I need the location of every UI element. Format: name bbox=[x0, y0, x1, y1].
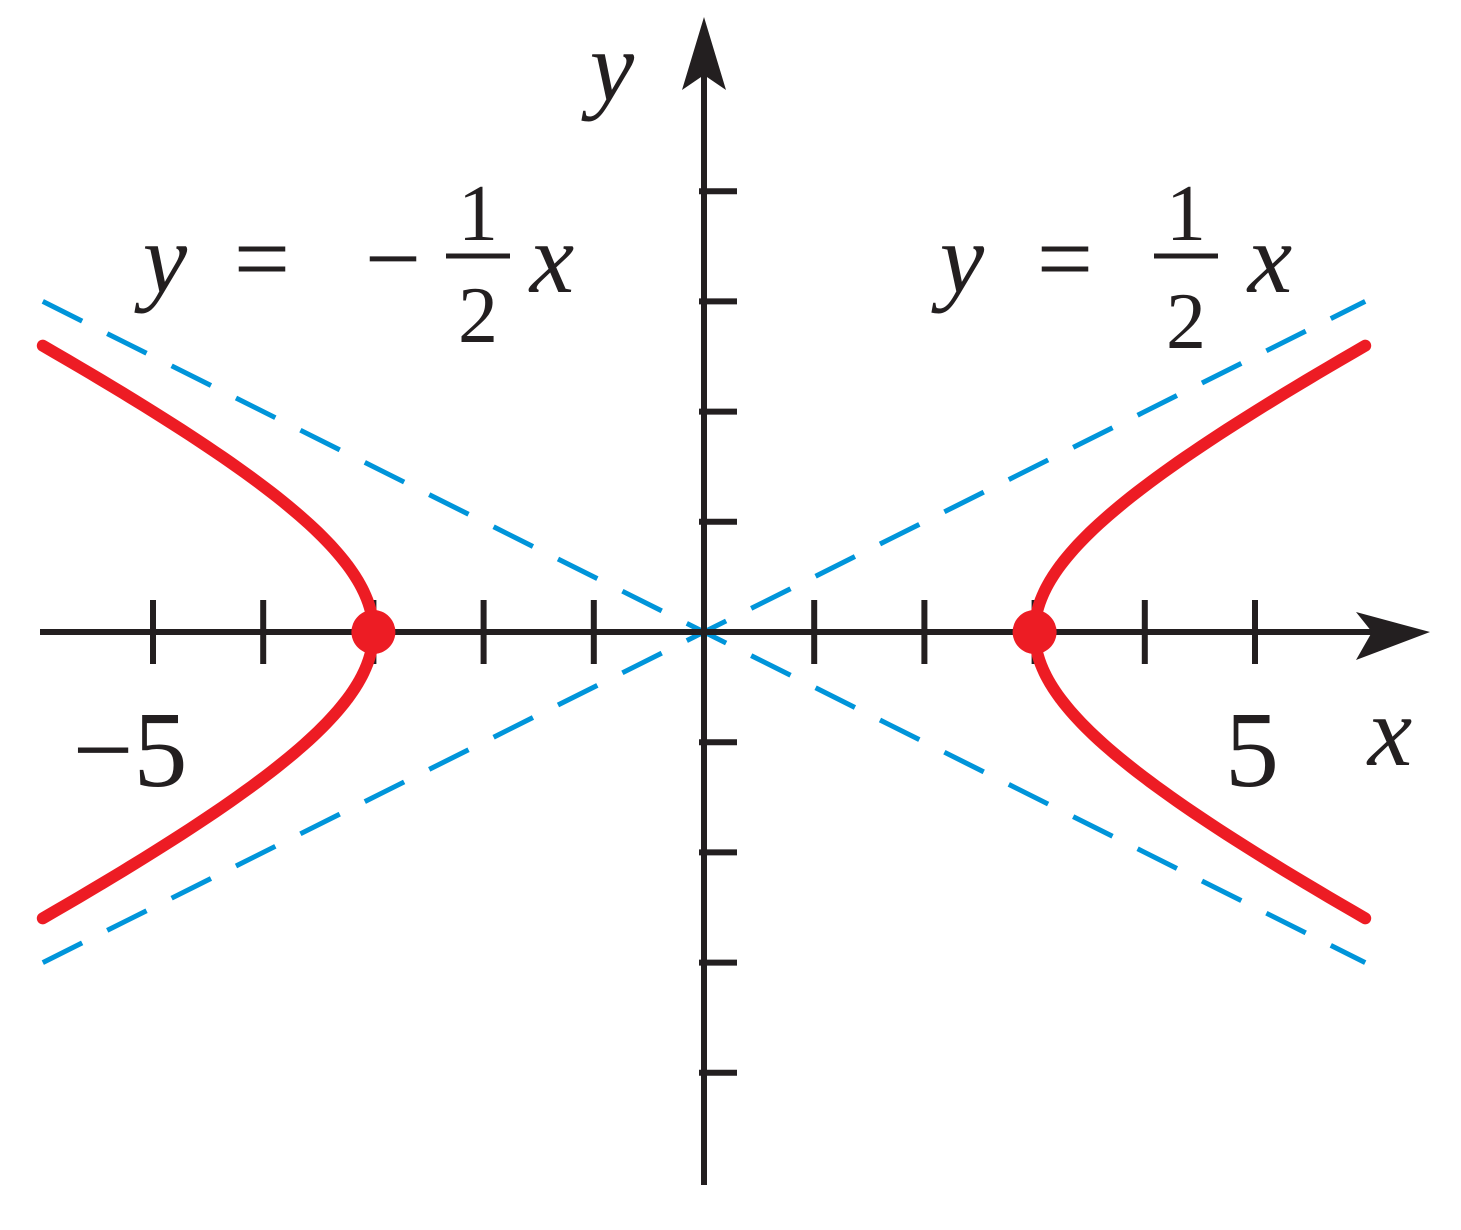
vertex-points bbox=[351, 610, 1057, 654]
eq-fraction-numerator: 1 bbox=[1166, 170, 1206, 258]
eq-lhs: y bbox=[134, 203, 188, 314]
x-axis-arrowhead bbox=[1356, 612, 1430, 660]
y-axis-title: y bbox=[581, 11, 635, 122]
eq-sign: − bbox=[365, 203, 421, 314]
vertex-point bbox=[1012, 610, 1057, 654]
eq-equals: = bbox=[1037, 203, 1093, 314]
x-axis-title: x bbox=[1366, 676, 1412, 787]
asymptote-label-negative: y = − 1 2 x bbox=[134, 170, 574, 360]
eq-equals: = bbox=[234, 203, 290, 314]
x-tick-label-5: 5 bbox=[1225, 691, 1279, 810]
eq-var: x bbox=[1246, 203, 1292, 314]
eq-lhs: y bbox=[931, 203, 985, 314]
eq-fraction-denominator: 2 bbox=[1166, 278, 1206, 366]
eq-var: x bbox=[528, 203, 574, 314]
vertex-point bbox=[351, 610, 396, 654]
eq-fraction-denominator: 2 bbox=[458, 272, 498, 360]
eq-fraction-numerator: 1 bbox=[458, 170, 498, 258]
x-tick-label-neg5: −5 bbox=[73, 691, 188, 810]
y-axis-arrowhead bbox=[682, 17, 726, 90]
asymptote-label-positive: y = 1 2 x bbox=[931, 170, 1292, 366]
